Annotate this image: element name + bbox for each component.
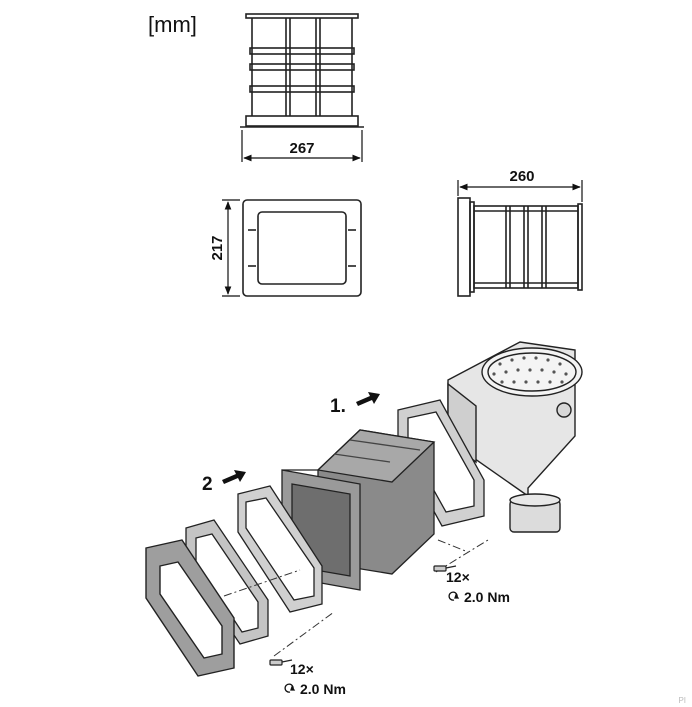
lower-torque-value: 2.0 Nm — [300, 681, 346, 697]
screw-lower — [269, 659, 293, 666]
face-view-drawing — [242, 199, 362, 297]
width-dimension-line — [241, 130, 363, 162]
height-dimension-line — [222, 199, 240, 297]
skimmer-body — [447, 341, 583, 533]
extension-body — [281, 429, 436, 591]
width-dimension-value: 267 — [289, 140, 314, 157]
lower-torque-icon — [284, 683, 296, 693]
alignment-lines — [223, 539, 489, 657]
step-1-label: 1. — [330, 396, 346, 417]
unit-label: [mm] — [148, 12, 197, 37]
lower-screw-count: 12× — [290, 661, 314, 677]
screw-upper — [433, 565, 457, 572]
front-view-drawing — [240, 13, 364, 128]
side-view-drawing — [457, 197, 583, 297]
upper-screw-count: 12× — [446, 569, 470, 585]
depth-dimension-line — [457, 180, 583, 202]
height-dimension-value: 217 — [209, 235, 226, 260]
step-1-arrow-icon — [356, 392, 380, 406]
step-2-label: 2 — [202, 474, 213, 495]
upper-torque-value: 2.0 Nm — [464, 589, 510, 605]
upper-torque-icon — [448, 591, 460, 601]
depth-dimension-value: 260 — [509, 168, 534, 185]
corner-mark: PI — [678, 696, 686, 705]
face-plate — [145, 539, 235, 677]
step-2-arrow-icon — [222, 470, 246, 484]
gasket-middle — [237, 485, 323, 613]
